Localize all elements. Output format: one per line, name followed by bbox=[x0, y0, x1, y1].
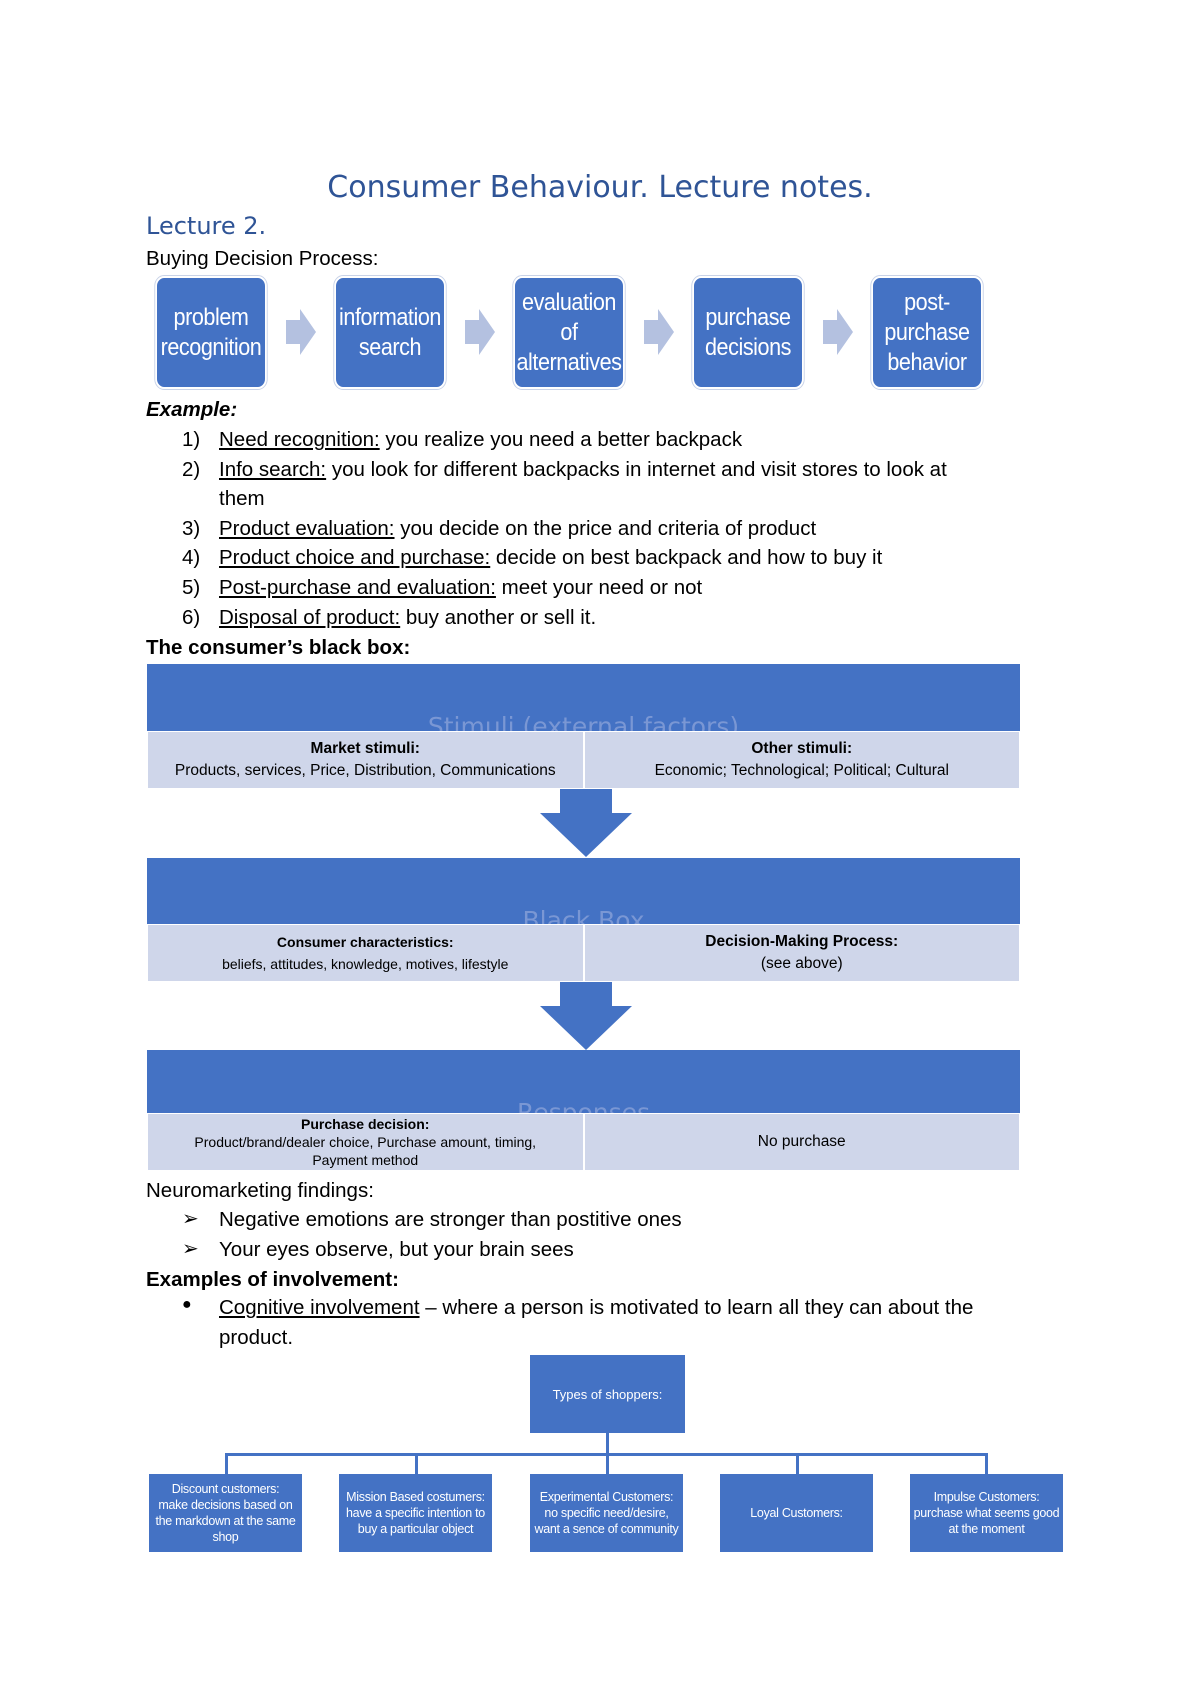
connector-line bbox=[225, 1453, 228, 1474]
connector-line bbox=[606, 1453, 609, 1474]
list-term: Need recognition: bbox=[219, 428, 380, 451]
cell-heading: Decision-Making Process: bbox=[705, 933, 899, 950]
list-text: meet your need or not bbox=[495, 576, 703, 599]
shopper-type-head: Experimental Customers: bbox=[539, 1490, 674, 1504]
cell-heading: Purchase decision: bbox=[301, 1116, 430, 1132]
process-step-information-search: information search bbox=[333, 275, 447, 390]
shopper-type-desc: make decisions based on the markdown at … bbox=[155, 1498, 296, 1544]
shopper-type-desc: no specific need/desire, want a sence of… bbox=[534, 1506, 679, 1536]
decision-making-cell: Decision-Making Process: (see above) bbox=[583, 924, 1020, 982]
cell-text: Products, services, Price, Distribution,… bbox=[174, 762, 556, 779]
black-box-label: The consumer’s black box: bbox=[146, 636, 411, 659]
list-number: 4) bbox=[182, 546, 201, 569]
list-term: Disposal of product: bbox=[219, 606, 401, 629]
cell-text: Economic; Technological; Political; Cult… bbox=[654, 762, 949, 779]
cell-heading: Consumer characteristics: bbox=[276, 934, 454, 950]
list-item: Need recognition: you realize you need a… bbox=[219, 426, 742, 454]
list-text-continued: them bbox=[219, 487, 265, 510]
shopper-type-head: Mission Based costumers: bbox=[346, 1490, 485, 1504]
cell-heading: Market stimuli: bbox=[310, 740, 420, 757]
right-arrow-icon bbox=[465, 309, 495, 355]
shopper-type-desc: purchase what seems good at the moment bbox=[913, 1506, 1060, 1536]
purchase-decision-cell: Purchase decision: Product/brand/dealer … bbox=[147, 1113, 584, 1171]
shopper-type-experimental: Experimental Customers: no specific need… bbox=[530, 1474, 683, 1552]
black-box-band bbox=[147, 858, 1020, 926]
process-step-post-purchase: post-purchase behavior bbox=[870, 275, 984, 390]
involvement-label: Examples of involvement: bbox=[146, 1268, 399, 1291]
list-text: decide on best backpack and how to buy i… bbox=[490, 546, 883, 569]
other-stimuli-cell: Other stimuli: Economic; Technological; … bbox=[583, 731, 1020, 789]
shopper-type-head: Loyal Customers: bbox=[750, 1506, 843, 1520]
neuromarketing-label: Neuromarketing findings: bbox=[146, 1179, 374, 1202]
list-term: Info search: bbox=[219, 458, 327, 481]
black-box-row: Consumer characteristics: beliefs, attit… bbox=[147, 924, 1020, 982]
responses-row: Purchase decision: Product/brand/dealer … bbox=[147, 1113, 1020, 1171]
responses-band bbox=[147, 1050, 1020, 1118]
stimuli-row: Market stimuli: Products, services, Pric… bbox=[147, 731, 1020, 789]
list-term: Product choice and purchase: bbox=[219, 546, 491, 569]
list-number: 1) bbox=[182, 428, 201, 451]
market-stimuli-cell: Market stimuli: Products, services, Pric… bbox=[147, 731, 584, 789]
list-item: Info search: you look for different back… bbox=[219, 456, 947, 484]
dot-bullet-icon: ● bbox=[182, 1296, 192, 1313]
cell-text: (see above) bbox=[760, 955, 843, 972]
list-item: Disposal of product: buy another or sell… bbox=[219, 604, 596, 632]
list-text: – where a person is motivated to learn a… bbox=[419, 1296, 974, 1319]
shopper-type-head: Discount customers: bbox=[171, 1482, 280, 1496]
list-text: you decide on the price and criteria of … bbox=[394, 517, 817, 540]
process-step-evaluation: evaluation of alternatives bbox=[512, 275, 626, 390]
shoppers-root-box: Types of shoppers: bbox=[530, 1355, 685, 1433]
right-arrow-icon bbox=[644, 309, 674, 355]
lecture-heading: Lecture 2. bbox=[146, 212, 267, 240]
connector-line bbox=[415, 1453, 418, 1474]
shopper-type-impulse: Impulse Customers: purchase what seems g… bbox=[910, 1474, 1063, 1552]
consumer-characteristics-cell: Consumer characteristics: beliefs, attit… bbox=[147, 924, 584, 982]
connector-line bbox=[985, 1453, 988, 1474]
stimuli-band bbox=[147, 664, 1020, 732]
neuro-finding: Negative emotions are stronger than post… bbox=[219, 1208, 682, 1231]
down-arrow-icon bbox=[540, 982, 632, 1050]
right-arrow-icon bbox=[286, 309, 316, 355]
process-step-problem-recognition: problem recognition bbox=[154, 275, 268, 390]
shopper-type-desc: have a specific intention to buy a parti… bbox=[346, 1506, 485, 1536]
shopper-type-discount: Discount customers: make decisions based… bbox=[149, 1474, 302, 1552]
list-number: 5) bbox=[182, 576, 201, 599]
cell-text: Product/brand/dealer choice, Purchase am… bbox=[194, 1134, 537, 1150]
process-step-purchase-decisions: purchase decisions bbox=[691, 275, 805, 390]
cell-text: Payment method bbox=[312, 1152, 419, 1168]
down-arrow-icon bbox=[540, 789, 632, 857]
list-term: Post-purchase and evaluation: bbox=[219, 576, 496, 599]
example-label: Example: bbox=[146, 398, 238, 421]
list-item: Product choice and purchase: decide on b… bbox=[219, 544, 882, 572]
document-title: Consumer Behaviour. Lecture notes. bbox=[327, 170, 873, 205]
shopper-type-loyal: Loyal Customers: bbox=[720, 1474, 873, 1552]
shopper-type-mission: Mission Based costumers: have a specific… bbox=[339, 1474, 492, 1552]
cell-text: No purchase bbox=[757, 1133, 846, 1150]
right-arrow-icon bbox=[823, 309, 853, 355]
neuro-finding: Your eyes observe, but your brain sees bbox=[219, 1238, 574, 1261]
cell-text: beliefs, attitudes, knowledge, motives, … bbox=[222, 956, 509, 972]
no-purchase-cell: No purchase bbox=[583, 1113, 1020, 1171]
list-item: Post-purchase and evaluation: meet your … bbox=[219, 574, 702, 602]
list-item: Product evaluation: you decide on the pr… bbox=[219, 515, 816, 543]
list-number: 6) bbox=[182, 606, 201, 629]
list-term: Product evaluation: bbox=[219, 517, 395, 540]
shopper-type-head: Impulse Customers: bbox=[933, 1490, 1040, 1504]
connector-line bbox=[606, 1433, 609, 1455]
list-text: buy another or sell it. bbox=[400, 606, 597, 629]
cell-heading: Other stimuli: bbox=[751, 740, 853, 757]
list-text: you look for different backpacks in inte… bbox=[326, 458, 947, 481]
arrow-bullet-icon: ➢ bbox=[182, 1208, 199, 1230]
buying-process-label: Buying Decision Process: bbox=[146, 247, 379, 270]
list-number: 3) bbox=[182, 517, 201, 540]
list-number: 2) bbox=[182, 458, 201, 481]
connector-line bbox=[796, 1453, 799, 1474]
list-text: you realize you need a better backpack bbox=[379, 428, 743, 451]
list-text-continued: product. bbox=[219, 1326, 294, 1349]
involvement-item: Cognitive involvement – where a person i… bbox=[219, 1294, 973, 1322]
arrow-bullet-icon: ➢ bbox=[182, 1238, 199, 1260]
list-term: Cognitive involvement bbox=[219, 1296, 420, 1319]
